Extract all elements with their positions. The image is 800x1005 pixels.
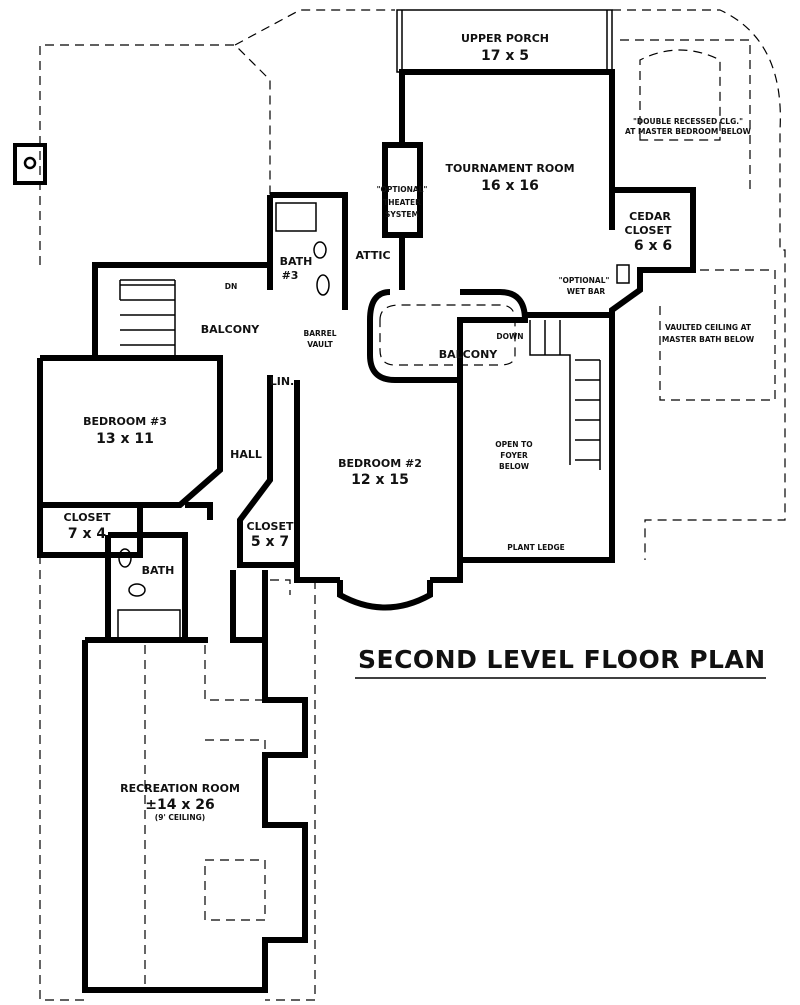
chimney-icon xyxy=(13,143,47,185)
plant-ledge-label: PLANT LEDGE xyxy=(507,543,565,552)
lower-level-outline xyxy=(39,9,786,1001)
bedroom2-size: 12 x 15 xyxy=(351,472,409,488)
stairs xyxy=(119,279,601,470)
fixtures xyxy=(117,202,630,639)
barrel-vault-label: BARREL xyxy=(304,329,337,338)
room-labels: TOURNAMENT ROOM 16 x 16 CEDAR CLOSET 6 x… xyxy=(64,162,673,822)
bathtub-icon xyxy=(275,202,317,232)
hall-label: HALL xyxy=(230,448,262,461)
upper-porch: UPPER PORCH 17 x 5 xyxy=(396,9,613,73)
barrel-vault-label-2: VAULT xyxy=(307,340,333,349)
toilet-icon xyxy=(128,583,146,597)
stairs-down-label: DOWN xyxy=(496,332,523,341)
cedar-closet-label-2: CLOSET xyxy=(625,224,672,237)
open-foyer-label-2: FOYER xyxy=(500,451,528,460)
bath3-label: BATH xyxy=(280,255,313,268)
bar-sink-icon xyxy=(616,264,630,284)
wet-bar-note: "OPTIONAL" xyxy=(559,276,610,285)
tournament-room-size: 16 x 16 xyxy=(481,178,539,194)
attic-label: ATTIC xyxy=(355,249,390,262)
open-foyer-label: OPEN TO xyxy=(495,440,532,449)
theater-note-2: THEATER xyxy=(383,198,421,207)
vaulted-note-2: MASTER BATH BELOW xyxy=(662,335,755,344)
linen-label: LIN. xyxy=(270,375,295,388)
theater-note-3: SYSTEM xyxy=(385,210,419,219)
wet-bar-note-2: WET BAR xyxy=(567,287,606,296)
vaulted-note: VAULTED CEILING AT xyxy=(665,323,752,332)
theater-note: "OPTIONAL" xyxy=(377,185,428,194)
bedroom3-label: BEDROOM #3 xyxy=(83,415,167,428)
recreation-room-size: ±14 x 26 xyxy=(145,797,214,813)
bedroom3-size: 13 x 11 xyxy=(96,431,154,447)
double-closet-note: "DOUBLE RECESSED CLG." xyxy=(633,117,743,126)
closet-mid-size: 5 x 7 xyxy=(251,534,289,550)
sink-icon xyxy=(316,274,330,296)
stairs-dn-label: DN xyxy=(225,282,238,291)
open-foyer-label-3: BELOW xyxy=(499,462,530,471)
bath-label: BATH xyxy=(142,564,175,577)
notes: "OPTIONAL" THEATER SYSTEM "OPTIONAL" WET… xyxy=(225,117,755,344)
balcony-center-label: BALCONY xyxy=(439,348,499,361)
plan-title: SECOND LEVEL FLOOR PLAN xyxy=(358,645,766,674)
recreation-room-label: RECREATION ROOM xyxy=(120,782,240,795)
bathtub-icon xyxy=(117,609,181,639)
cedar-closet-size: 6 x 6 xyxy=(634,238,672,254)
bedroom2-label: BEDROOM #2 xyxy=(338,457,422,470)
closet-mid-label: CLOSET xyxy=(247,520,294,533)
upper-porch-size: 17 x 5 xyxy=(481,48,529,64)
closet-left-label: CLOSET xyxy=(64,511,111,524)
tournament-room-label: TOURNAMENT ROOM xyxy=(445,162,574,175)
sink-icon xyxy=(118,548,132,568)
balcony-left-label: BALCONY xyxy=(201,323,261,336)
cedar-closet-label: CEDAR xyxy=(629,210,671,223)
walls xyxy=(37,69,696,993)
recreation-room-note: (9' CEILING) xyxy=(155,813,205,822)
double-closet-note-2: AT MASTER BEDROOM BELOW xyxy=(625,127,752,136)
bath3-number: #3 xyxy=(282,269,299,282)
upper-porch-label: UPPER PORCH xyxy=(461,32,549,45)
toilet-icon xyxy=(313,241,327,259)
closet-left-size: 7 x 4 xyxy=(68,526,107,542)
